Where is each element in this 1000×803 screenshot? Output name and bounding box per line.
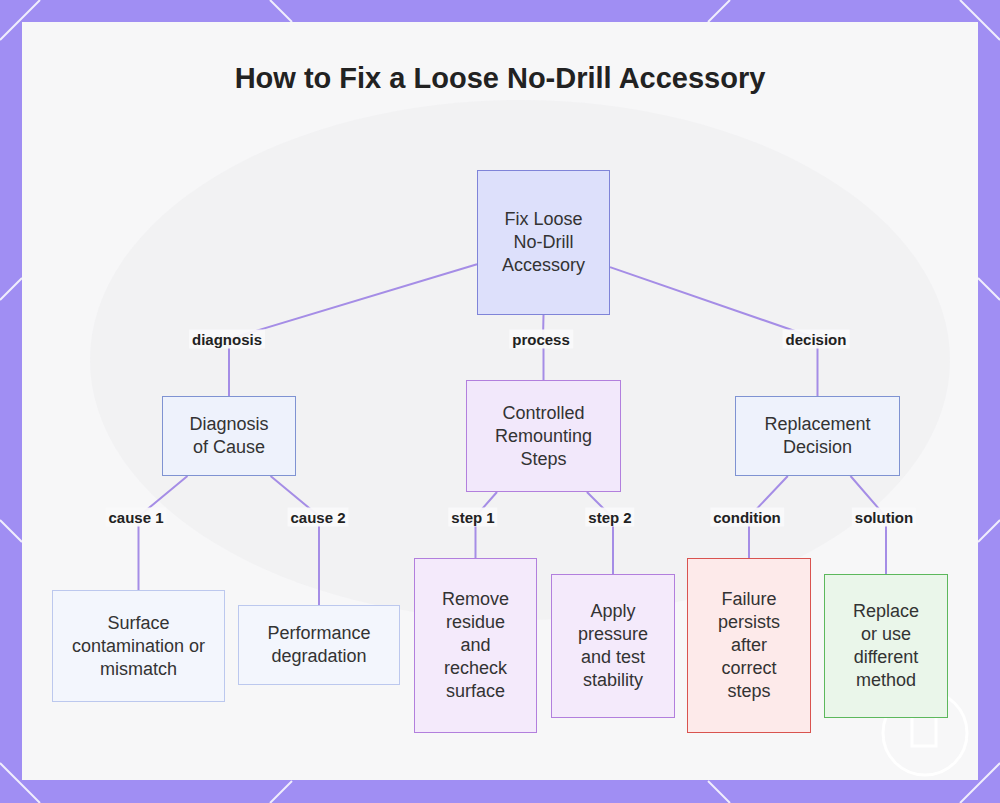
panel [22, 22, 978, 780]
node-text: Diagnosis of Cause [182, 413, 277, 459]
corner-line [0, 278, 22, 300]
solution-box: Replace or use different method [824, 574, 948, 718]
branch-box: Controlled Remounting Steps [466, 380, 621, 492]
diagram-title: How to Fix a Loose No-Drill Accessory [150, 62, 850, 94]
connector-line [229, 264, 477, 396]
connector-line [271, 476, 320, 605]
node-text: Replacement Decision [760, 413, 875, 459]
node-text: Controlled Remounting Steps [489, 402, 599, 471]
edge-label: condition [710, 508, 784, 527]
edge-label: cause 2 [287, 508, 348, 527]
corner-line [978, 520, 1000, 542]
node-text: Surface contamination or mismatch [71, 612, 206, 681]
corner-line [978, 278, 1000, 300]
step-box: Remove residue and recheck surface [414, 558, 537, 733]
node-text: Fix Loose No-Drill Accessory [494, 208, 594, 277]
node-text: Performance degradation [254, 622, 384, 668]
cause-box: Surface contamination or mismatch [52, 590, 225, 702]
edge-label: process [509, 330, 573, 349]
corner-line [708, 781, 730, 803]
edge-label: step 1 [448, 508, 497, 527]
branch-box: Diagnosis of Cause [162, 396, 296, 476]
edge-label: diagnosis [189, 330, 265, 349]
faded-backdrop [90, 100, 950, 620]
corner-line [270, 0, 292, 22]
connector-line [138, 476, 187, 590]
connector-line [587, 492, 613, 574]
logo-glyph [912, 716, 936, 746]
corner-line [270, 781, 292, 803]
condition-box: Failure persists after correct steps [687, 558, 811, 733]
corner-line [708, 0, 730, 22]
corner-line [0, 520, 22, 542]
edge-label: step 2 [585, 508, 634, 527]
edge-label: cause 1 [105, 508, 166, 527]
edge-label: decision [783, 330, 850, 349]
edge-label: solution [852, 508, 916, 527]
step-box: Apply pressure and test stability [551, 574, 675, 718]
node-text: Replace or use different method [845, 600, 927, 692]
cause-box: Performance degradation [238, 605, 400, 685]
root-box: Fix Loose No-Drill Accessory [477, 170, 610, 315]
node-text: Failure persists after correct steps [711, 588, 787, 703]
node-text: Remove residue and recheck surface [435, 588, 517, 703]
node-text: Apply pressure and test stability [572, 600, 654, 692]
branch-box: Replacement Decision [735, 396, 900, 476]
